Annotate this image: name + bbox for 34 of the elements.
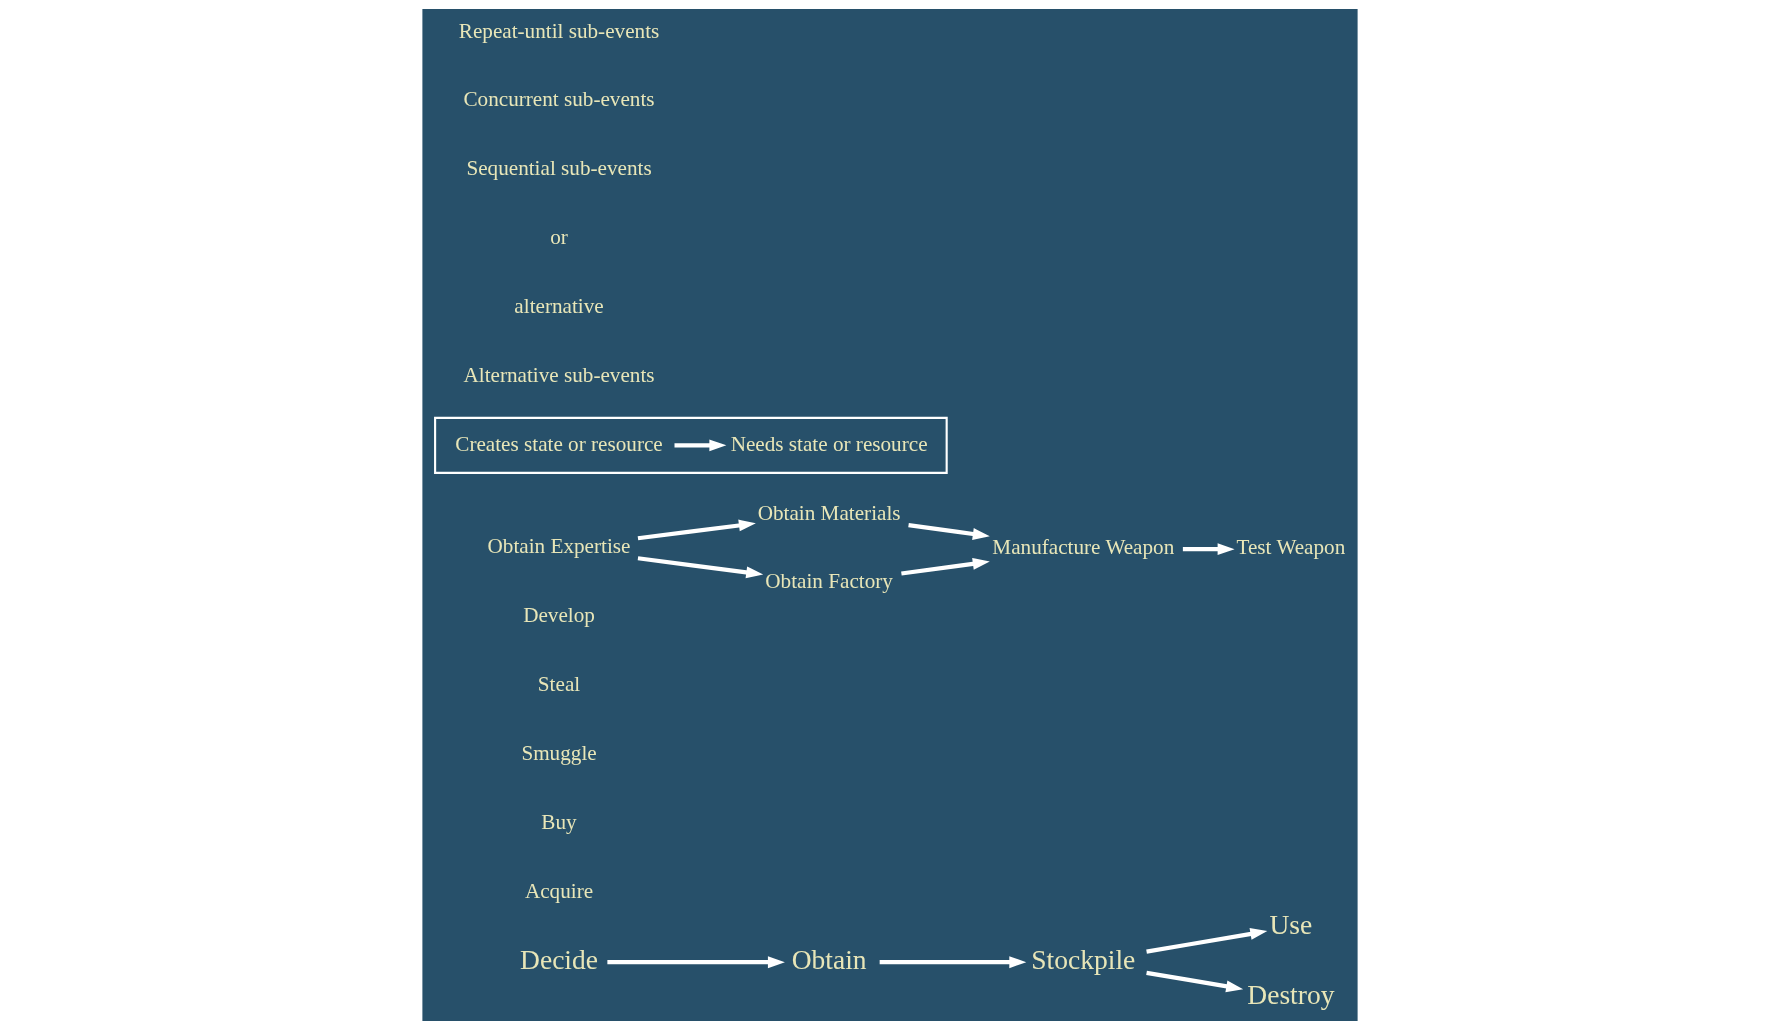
label: Repeat-until sub-events [458,18,660,43]
node-text: Decide [520,943,598,975]
node-text: Smuggle [521,740,597,765]
arrow [637,519,756,540]
arrow [1182,542,1235,555]
label: Alternative sub-events [463,362,655,387]
node-text: Creates state or resource [455,431,663,456]
label: Sequential sub-events [466,155,652,180]
arrow [908,522,990,540]
node-text: Stockpile [1031,943,1136,975]
arrow [637,555,764,578]
node-text: Use [1269,908,1313,940]
node-text: Buy [541,809,577,834]
label: Concurrent sub-events [463,86,655,111]
node-text: Obtain Materials [757,500,901,524]
node-text: Destroy [1247,978,1335,1010]
node-text: Needs state or resource [730,431,928,456]
arrow [1146,927,1268,954]
node-text: Obtain [791,943,867,975]
arrow [879,955,1027,968]
arrow [1146,970,1244,992]
arrow [901,557,990,576]
node-text: Test Weapon [1236,534,1346,559]
label: or [550,224,568,249]
arrow [607,955,785,968]
node-text: Develop [523,602,595,627]
cluster [434,416,948,474]
node-text: Acquire [524,878,594,903]
node-text: Obtain Factory [765,568,893,593]
node-text: Manufacture Weapon [992,534,1175,559]
label: alternative [514,293,604,318]
node-text: Obtain Expertise [487,533,631,558]
arrow [674,438,727,451]
node-text: Steal [537,671,581,696]
